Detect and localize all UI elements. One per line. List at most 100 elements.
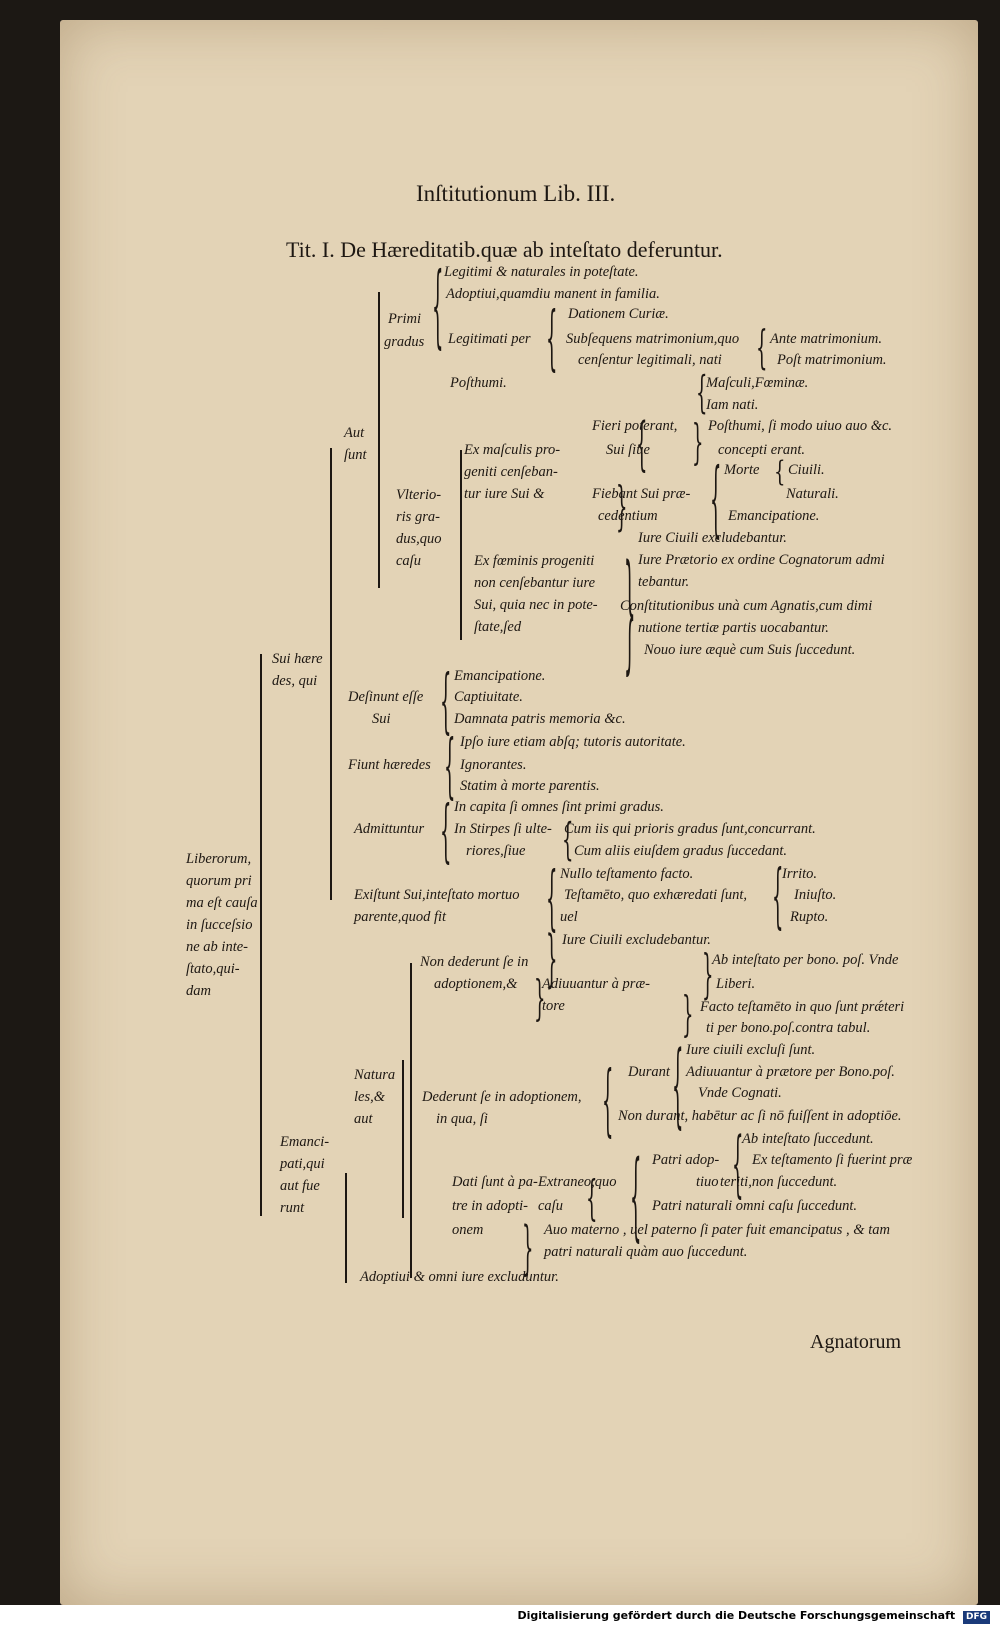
outline-text: Adiuuantur à prætore per Bono.poſ. — [686, 1064, 895, 1080]
outline-text: Emancipatione. — [728, 508, 820, 524]
outline-text: dus,quo — [396, 531, 442, 547]
outline-text: Sui, quia nec in pote- — [474, 597, 598, 613]
outline-text: aut fue — [280, 1178, 320, 1194]
outline-text: Ex teſtamento ſi fuerint præ — [752, 1152, 913, 1168]
outline-text: Vlterio- — [396, 487, 442, 503]
bracket-rule — [410, 963, 412, 1278]
outline-text: Dederunt ſe in adoptionem, — [422, 1089, 582, 1105]
outline-text: adoptionem,& — [434, 976, 518, 992]
outline-text: Durant — [628, 1064, 670, 1080]
running-header: Inſtitutionum Lib. III. — [416, 181, 616, 206]
outline-text: Fiebant Sui præ- — [592, 486, 691, 502]
outline-text: tur iure Sui & — [464, 486, 545, 502]
outline-text: Iure Ciuili excludebantur. — [638, 530, 787, 546]
outline-text: ma eſt cauſa — [186, 895, 258, 911]
outline-text: Liberorum, — [186, 851, 252, 867]
brace-mark: { — [774, 454, 786, 488]
outline-text: Nullo teſtamento facto. — [560, 866, 694, 882]
brace-mark: { — [630, 1137, 642, 1253]
brace-mark: { — [432, 251, 444, 359]
brace-mark: { — [586, 1168, 598, 1226]
outline-text: ſtato,qui- — [186, 961, 240, 977]
brace-mark: { — [440, 658, 452, 742]
outline-text: riores,ſiue — [466, 843, 526, 859]
outline-text: Rupto. — [790, 909, 829, 925]
outline-text: Ab inteſtato ſuccedunt. — [742, 1131, 874, 1147]
digitization-footer: Digitalisierung gefördert durch die Deut… — [0, 1605, 1000, 1626]
bracket-rule — [260, 654, 262, 1216]
outline-text: Vnde Cognati. — [698, 1085, 782, 1101]
outline-text: Statim à morte parentis. — [460, 778, 600, 794]
outline-text: Ex fœminis progeniti — [474, 553, 595, 569]
outline-text: quorum pri — [186, 873, 252, 889]
outline-text: Iure ciuili excluſi ſunt. — [686, 1042, 816, 1058]
brace-mark: } — [546, 920, 558, 996]
brace-mark: { — [546, 855, 558, 939]
outline-text: les,& — [354, 1089, 386, 1105]
outline-text: Naturali. — [786, 486, 839, 502]
outline-text: geniti cenſeban- — [464, 464, 558, 480]
bracket-rule — [345, 1173, 347, 1283]
outline-text: runt — [280, 1200, 305, 1216]
outline-text: Adoptiui,quamdiu manent in familia. — [446, 286, 660, 302]
outline-text: Admittuntur — [354, 821, 425, 837]
brace-mark: { — [444, 723, 456, 807]
outline-text: ne ab inte- — [186, 939, 249, 955]
outline-text: Irrito. — [782, 866, 818, 882]
outline-text: Exiſtunt Sui,inteſtato mortuo — [354, 887, 520, 903]
outline-text: Dationem Curiæ. — [568, 306, 669, 322]
page-title: Tit. I. De Hæreditatib.quæ ab inteſtato … — [286, 237, 723, 262]
brace-mark: } — [616, 474, 628, 538]
outline-text: tre in adopti- — [452, 1198, 528, 1214]
outline-text: in ſucceſsio — [186, 917, 253, 933]
outline-text: Iam nati. — [706, 397, 759, 413]
outline-text: Facto teſtamēto in quo ſunt prǽteri — [700, 999, 905, 1015]
outline-text: Ab inteſtato per bono. poſ. Vnde — [712, 952, 899, 968]
outline-text: Sui ſiue — [606, 442, 650, 458]
outline-text: tebantur. — [638, 574, 690, 590]
outline-text: Patri naturali omni caſu ſuccedunt. — [652, 1198, 857, 1214]
outline-text: Deſinunt eſſe — [348, 689, 424, 705]
outline-text: Poſthumi. — [450, 375, 507, 391]
outline-text: Fiunt hæredes — [348, 757, 431, 773]
outline-text: Ex maſculis pro- — [464, 442, 561, 458]
outline-text: Non dederunt ſe in — [420, 954, 529, 970]
outline-text: onem — [452, 1222, 484, 1238]
outline-text: Ante matrimonium. — [770, 331, 882, 347]
outline-text: des, qui — [272, 673, 318, 689]
outline-text: Adoptiui & omni iure excluduntur. — [360, 1269, 559, 1285]
outline-text: cedentium — [598, 508, 658, 524]
outline-text: Patri adop- — [652, 1152, 720, 1168]
outline-text: Damnata patris memoria &c. — [454, 711, 626, 727]
brace-mark: { — [772, 853, 784, 937]
outline-text: ti per bono.poſ.contra tabul. — [706, 1020, 871, 1036]
outline-text: uel — [560, 909, 578, 925]
brace-mark: { — [672, 1028, 684, 1140]
outline-text: Poſt matrimonium. — [777, 352, 887, 368]
outline-text: Iure Prætorio ex ordine Cognatorum admi — [638, 552, 885, 568]
outline-text: pati,qui — [280, 1156, 325, 1172]
outline-text: tiuo — [696, 1174, 719, 1190]
outline-text: ris gra- — [396, 509, 440, 525]
outline-text: Legitimi & naturales in poteſtate. — [444, 264, 639, 280]
brace-mark: { — [732, 1119, 744, 1207]
outline-text: nutione tertiæ partis uocabantur. — [638, 620, 829, 636]
brace-mark: { — [636, 408, 648, 478]
brace-mark: } — [682, 984, 694, 1042]
outline-text: gradus — [384, 334, 425, 350]
outline-text: concepti erant. — [718, 442, 805, 458]
outline-text: Teſtamēto, quo exhæredati ſunt, — [564, 887, 747, 903]
outline-text: Maſculi,Fœminæ. — [706, 375, 809, 391]
bracket-rule — [402, 1060, 404, 1218]
bracket-rule — [330, 448, 332, 900]
outline-text: in qua, ſi — [436, 1111, 488, 1127]
outline-text: patri naturali quàm auo ſuccedunt. — [544, 1244, 748, 1260]
outline-text: Adiuuantur à præ- — [542, 976, 650, 992]
brace-mark: { — [696, 365, 708, 419]
brace-mark: } — [624, 534, 636, 688]
catchword: Agnatorum — [810, 1331, 902, 1353]
book-page: Inſtitutionum Lib. III. Tit. I. De Hæred… — [60, 20, 978, 1605]
outline-text: Morte — [724, 462, 760, 478]
outline-text: Emancipatione. — [454, 668, 546, 684]
outline-text: Emanci- — [280, 1134, 330, 1150]
